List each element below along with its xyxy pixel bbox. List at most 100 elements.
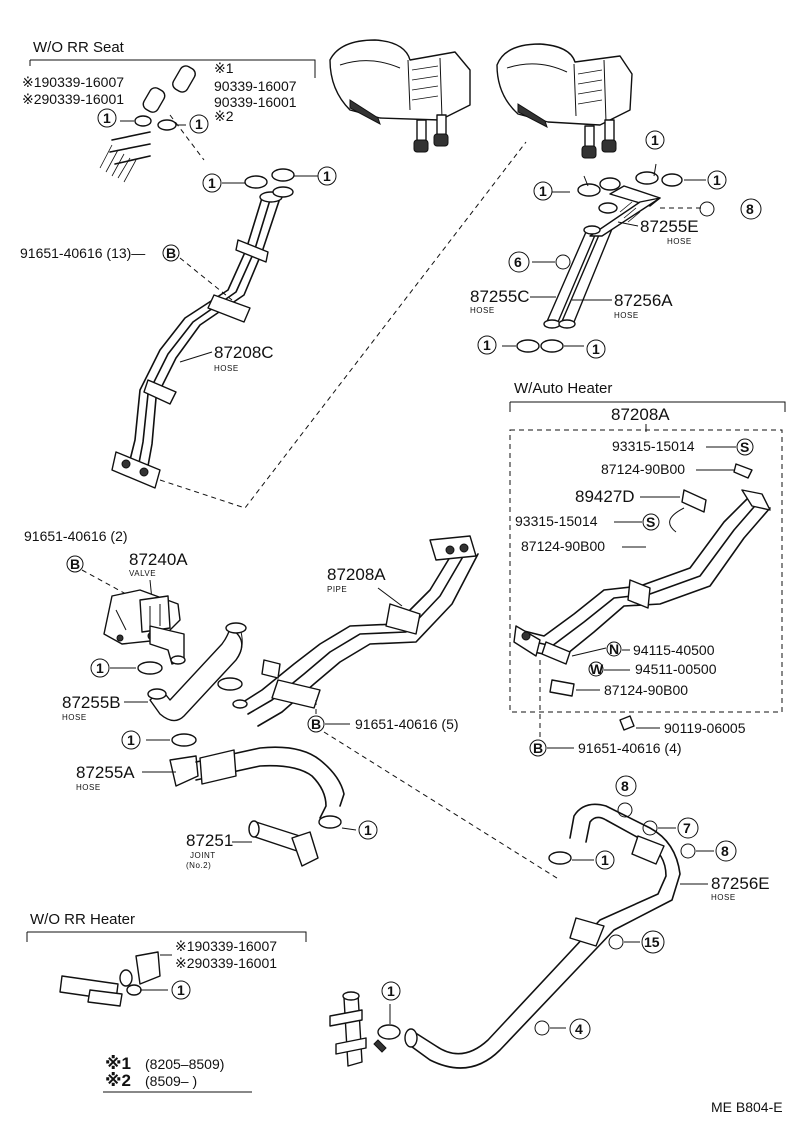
label-87124-90b00-a: 87124-90B00 xyxy=(601,461,685,477)
marker-1-k: 1 xyxy=(121,730,141,750)
label-87251-sub2: (No.2) xyxy=(186,861,211,870)
marker-8-a: 8 xyxy=(740,198,762,220)
label-87256e-sub: HOSE xyxy=(711,893,736,902)
group-wo-rr-heater: W/O RR Heater xyxy=(26,911,307,942)
label-87255a: 87255A xyxy=(76,763,135,782)
label-91651-40616-2: 91651-40616 (2) xyxy=(24,528,128,544)
svg-text:S: S xyxy=(646,514,655,530)
marker-w: W xyxy=(590,661,604,677)
hose-87208c: 87208C HOSE xyxy=(111,186,294,489)
label-87208c: 87208C xyxy=(214,343,274,362)
label-87255e: 87255E xyxy=(640,217,699,236)
svg-text:1: 1 xyxy=(323,168,331,184)
callout-91651-40616-13: 91651-40616 (13)— B xyxy=(20,244,233,301)
hose-87255b: 87255B HOSE xyxy=(62,622,247,722)
kit-87208a: 87208A 93315-15014 87124-90B00 89427D 93… xyxy=(513,405,771,740)
label-90339-16007-a: ※190339-16007 xyxy=(22,74,124,90)
heater-unit-left xyxy=(329,39,471,153)
marker-1-l: 1 xyxy=(358,820,378,840)
marker-1-h: 1 xyxy=(477,335,497,355)
label-87255c: 87255C xyxy=(470,287,530,306)
marker-8-b: 8 xyxy=(615,775,637,797)
svg-text:1: 1 xyxy=(651,132,659,148)
label-89427d: 89427D xyxy=(575,487,635,506)
marker-4: 4 xyxy=(569,1018,591,1040)
footnotes: ※1 (8205–8509) ※2 (8509– ) xyxy=(103,1054,252,1093)
other-markers: 8 6 8 7 8 15 4 S S xyxy=(508,198,762,1040)
label-87240a-sub: VALVE xyxy=(129,569,156,578)
label-87208a-pipe-sub: PIPE xyxy=(327,585,347,594)
label-87124-90b00-b: 87124-90B00 xyxy=(521,538,605,554)
hoses-87255c-87256a: 87255E HOSE 87255C HOSE 87256A HOSE xyxy=(470,185,699,329)
heater-unit-right xyxy=(496,43,633,159)
label-90339-16001-b: 90339-16001 xyxy=(214,94,297,110)
marker-1-g: 1 xyxy=(707,170,727,190)
svg-text:1: 1 xyxy=(195,116,203,132)
marker-s-a: S xyxy=(736,438,754,456)
label-87124-90b00-c: 87124-90B00 xyxy=(604,682,688,698)
label-87255c-sub: HOSE xyxy=(470,306,495,315)
marker-1-d: 1 xyxy=(317,166,337,186)
top-left-clamp-parts: ※1 ※190339-16007 ※290339-16001 90339-160… xyxy=(22,60,297,183)
footnote-2-mark: ※2 xyxy=(105,1071,131,1090)
marker-1-m: 1 xyxy=(595,850,615,870)
footnote-1-range: (8205–8509) xyxy=(145,1056,224,1072)
svg-text:8: 8 xyxy=(621,778,629,794)
marker-b: B xyxy=(533,740,543,756)
marker-b: B xyxy=(311,716,321,732)
label-93315-15014-b: 93315-15014 xyxy=(515,513,598,529)
label-87255e-sub: HOSE xyxy=(667,237,692,246)
marker-s-b: S xyxy=(642,513,660,531)
label-87255a-sub: HOSE xyxy=(76,783,101,792)
svg-text:1: 1 xyxy=(539,183,547,199)
wo-rr-heater-parts: ※190339-16007 ※290339-16001 xyxy=(59,938,277,1007)
svg-text:8: 8 xyxy=(721,843,729,859)
marker-1-j: 1 xyxy=(90,658,110,678)
label-90339-16001-a: ※290339-16001 xyxy=(22,91,124,107)
note-star-1: ※1 xyxy=(214,60,234,76)
svg-text:1: 1 xyxy=(387,983,395,999)
marker-7: 7 xyxy=(677,817,699,839)
svg-text:1: 1 xyxy=(483,337,491,353)
svg-text:8: 8 xyxy=(746,201,754,217)
hose-87255a: 87255A HOSE xyxy=(76,733,357,831)
label-94115-40500: 94115-40500 xyxy=(633,642,715,658)
marker-1-n: 1 xyxy=(171,980,191,1000)
label-90119-06005: 90119-06005 xyxy=(664,720,746,736)
marker-1-e: 1 xyxy=(645,130,665,150)
hose-87256e: 87256E HOSE xyxy=(404,802,770,1069)
svg-text:1: 1 xyxy=(601,852,609,868)
label-90339-16001-c: ※290339-16001 xyxy=(175,955,277,971)
svg-text:1: 1 xyxy=(103,110,111,126)
svg-text:1: 1 xyxy=(208,175,216,191)
clamp-markers: 1 1 1 1 1 1 1 1 1 1 1 1 1 1 1 xyxy=(90,108,727,1001)
bottom-pipe-fitting xyxy=(329,991,401,1067)
svg-text:S: S xyxy=(740,439,749,455)
label-87255b: 87255B xyxy=(62,693,121,712)
footnote-2-range: (8509– ) xyxy=(145,1073,197,1089)
label-87251: 87251 xyxy=(186,831,233,850)
footnote-1-mark: ※1 xyxy=(105,1054,131,1073)
connection-line-rear xyxy=(159,141,527,509)
label-91651-40616-4: 91651-40616 (4) xyxy=(578,740,682,756)
label-87208c-sub: HOSE xyxy=(214,364,239,373)
svg-text:15: 15 xyxy=(644,934,660,950)
group-label-wo-rr-seat: W/O RR Seat xyxy=(33,39,125,56)
callout-90119-06005: 90119-06005 xyxy=(619,715,746,736)
label-87240a: 87240A xyxy=(129,550,188,569)
label-94511-00500: 94511-00500 xyxy=(635,661,717,677)
label-87208a-pipe: 87208A xyxy=(327,565,386,584)
svg-text:1: 1 xyxy=(96,660,104,676)
marker-n: N xyxy=(609,641,619,657)
label-90339-16007-b: 90339-16007 xyxy=(214,78,297,94)
marker-1-a: 1 xyxy=(97,108,117,128)
label-87251-sub1: JOINT xyxy=(190,851,216,860)
marker-1-c: 1 xyxy=(202,173,222,193)
svg-text:1: 1 xyxy=(177,982,185,998)
svg-text:6: 6 xyxy=(514,254,522,270)
group-wo-rr-seat: W/O RR Seat xyxy=(29,39,316,78)
clamps-87208c-top xyxy=(222,168,318,189)
group-label-w-auto-heater: W/Auto Heater xyxy=(514,380,612,397)
svg-text:1: 1 xyxy=(364,822,372,838)
